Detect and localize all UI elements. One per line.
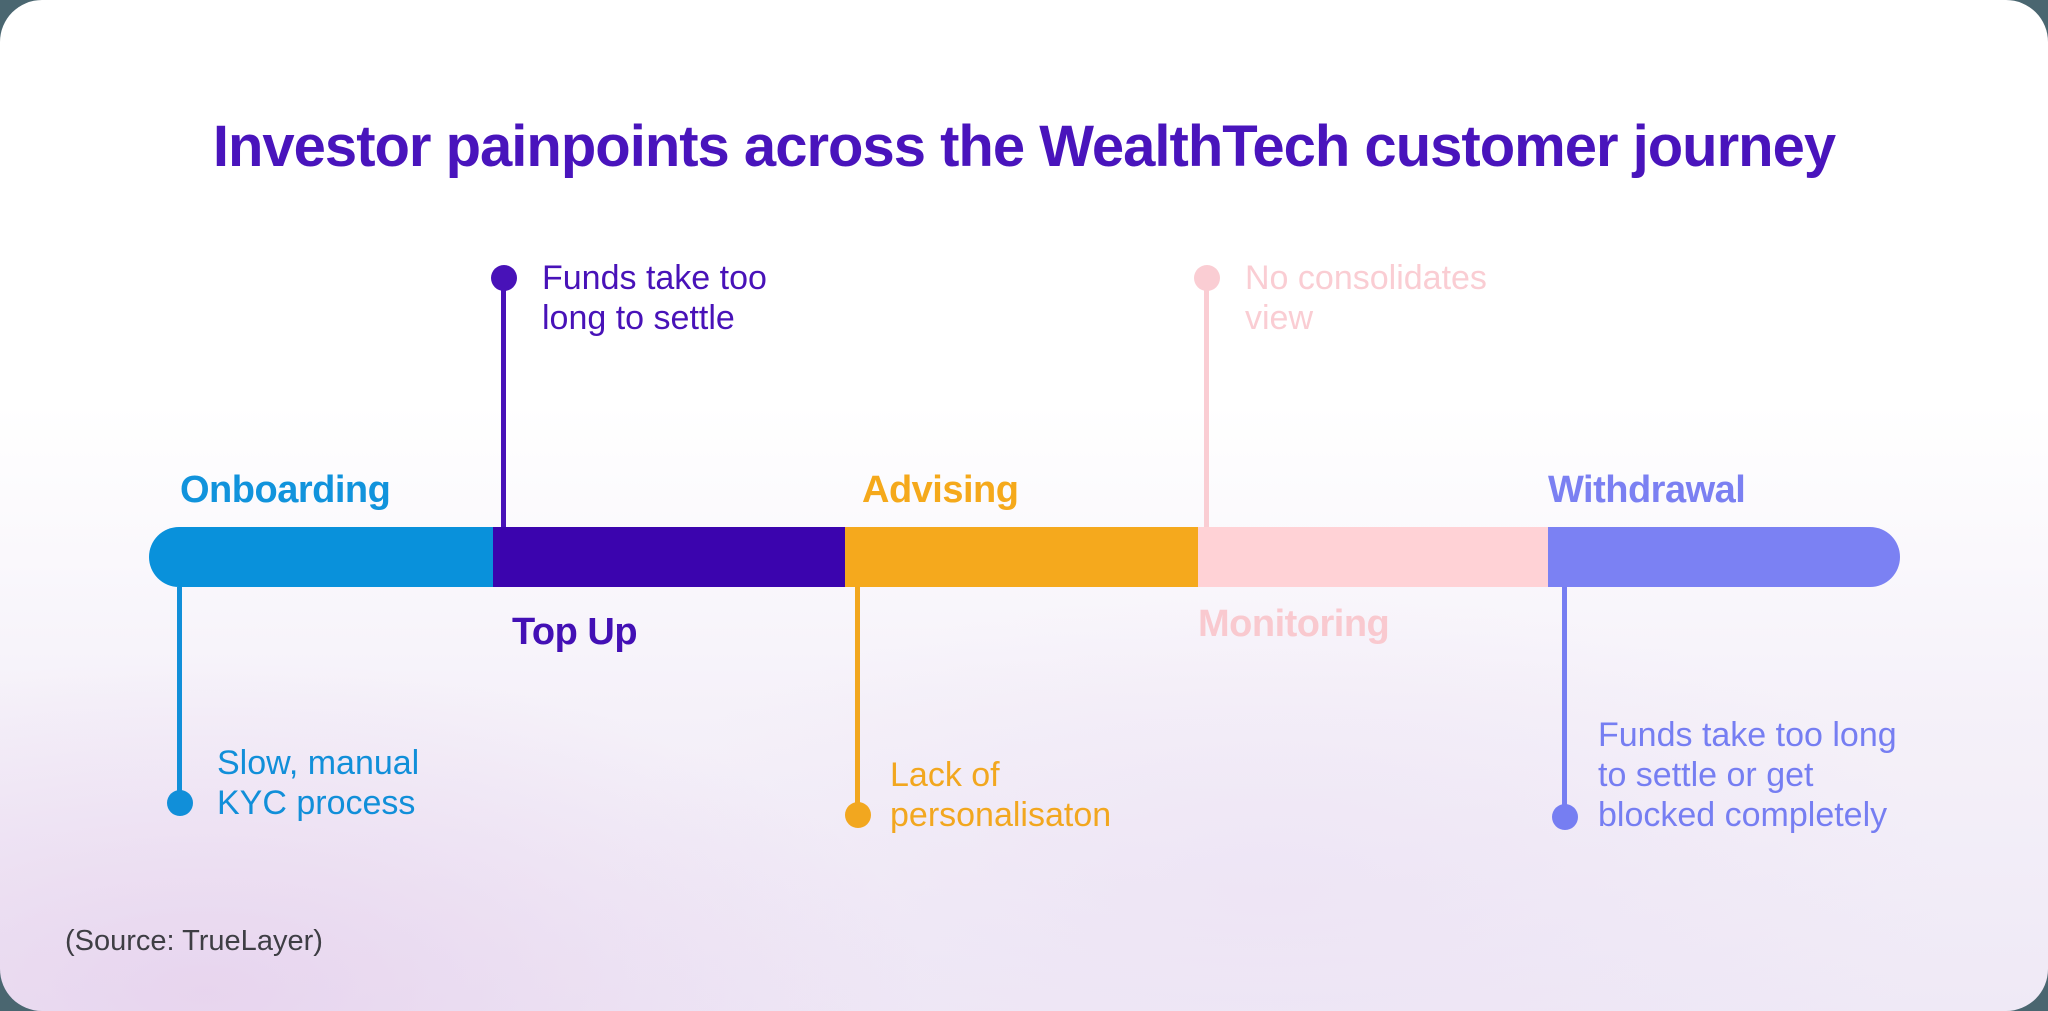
stage-label-onboarding: Onboarding [180,469,391,511]
painpoint-text: Lack of personalisaton [890,756,1112,834]
painpoint-text: Funds take too long to settle [542,259,767,337]
stage-label-monitoring: Monitoring [1198,603,1390,645]
painpoint-dot [845,802,871,828]
painpoint-dot [1552,804,1578,830]
stage-label-top-up: Top Up [512,611,638,653]
painpoint-text: No consolidates view [1245,259,1487,337]
painpoint-dot [167,790,193,816]
painpoint-stem [1204,278,1209,527]
painpoint-text: Slow, manual KYC process [217,744,420,822]
painpoint-dot [491,265,517,291]
timeline-segment-top-up [493,527,845,587]
painpoint-stem [501,278,506,527]
stage-label-advising: Advising [862,469,1019,511]
timeline-segment-advising [845,527,1198,587]
timeline-segment-withdrawal [1548,527,1900,587]
timeline-segment-monitoring [1198,527,1549,587]
source-attribution: (Source: TrueLayer) [65,925,323,957]
painpoint-text: Funds take too long to settle or get blo… [1598,716,1897,834]
painpoint-dot [1194,265,1220,291]
journey-timeline-bar [149,527,1900,587]
painpoint-stem [1562,587,1567,817]
painpoint-stem [855,587,860,815]
stage-label-withdrawal: Withdrawal [1548,469,1746,511]
page-title: Investor painpoints across the WealthTec… [212,114,1836,179]
painpoint-stem [177,587,182,803]
timeline-segment-onboarding [149,527,494,587]
